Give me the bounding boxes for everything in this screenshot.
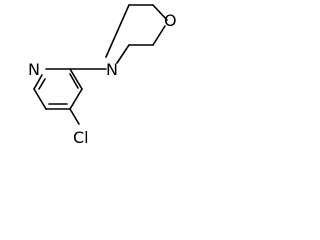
bond-c3-c4 [69,88,83,110]
morpholine-ring [105,4,168,64]
pyridine-nitrogen-label: N [28,60,40,79]
bond-morph-n-c-upper [116,44,130,64]
bond-c5-c6 [33,88,47,110]
morpholine-nitrogen-label: N [106,60,118,79]
chemical-structure: N N O Cl [28,4,177,147]
chlorine-label: Cl [73,128,89,147]
bond-c6-n1 [33,74,43,90]
pyridine-ring [33,68,83,110]
bond-morph-c-o-left [152,25,166,46]
bond-c2-c3 [69,68,83,90]
double-bond-c2-c3 [69,73,79,89]
bond-c3-cl [69,108,80,125]
double-bond-c6-n1 [38,78,46,90]
bond-morph-c-c-left [105,4,130,58]
morpholine-oxygen-label: O [164,11,177,30]
bond-morph-o-c-right [152,4,168,21]
